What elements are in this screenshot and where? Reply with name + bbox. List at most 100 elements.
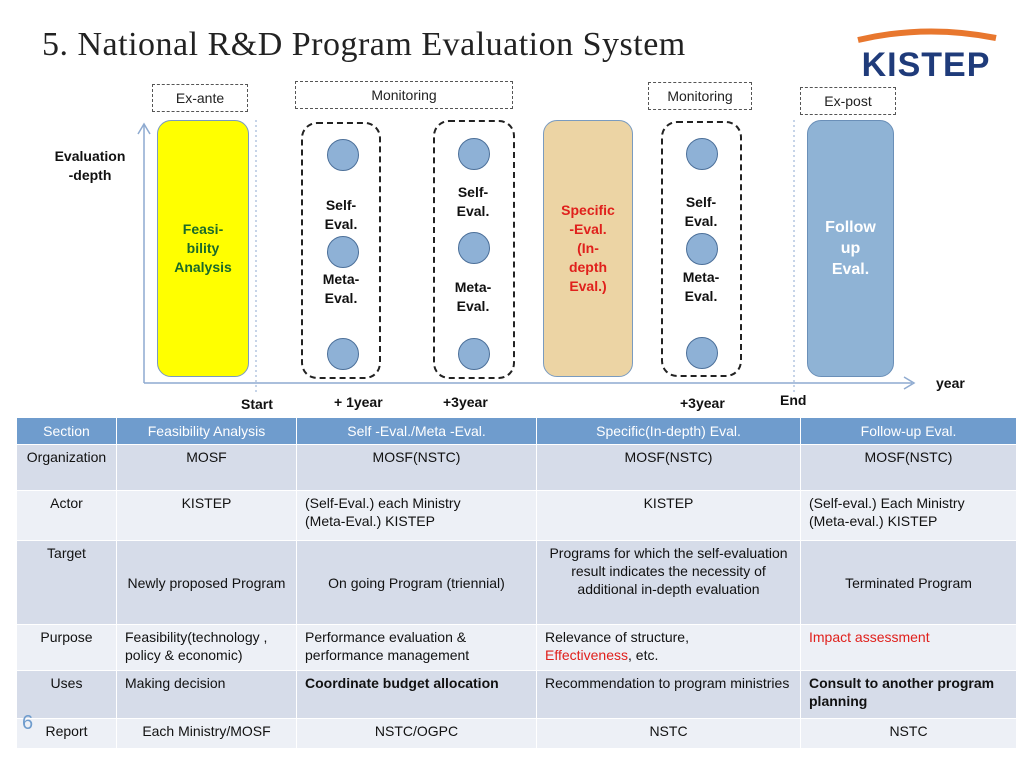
x-axis-label: year: [936, 375, 965, 391]
table-cell: KISTEP: [116, 490, 297, 541]
table-cell: NSTC: [536, 718, 801, 749]
row-section-actor: Actor: [16, 490, 117, 541]
row-section-report: Report: [16, 718, 117, 749]
self-eval-label-2: Self- Eval.: [433, 183, 513, 221]
tick-start: Start: [241, 396, 273, 412]
logo-text: KISTEP: [861, 46, 991, 84]
row-section-organization: Organization: [16, 444, 117, 491]
table-cell: Terminated Program: [800, 540, 1017, 625]
purpose-tail: , etc.: [628, 647, 659, 663]
table-cell: Each Ministry/MOSF: [116, 718, 297, 749]
specific-line2: -Eval.: [569, 221, 607, 237]
eval-node: [458, 338, 490, 370]
header-section: Section: [16, 417, 117, 445]
self-eval-line2: Eval.: [684, 213, 718, 229]
eval-node: [686, 233, 718, 265]
table-header-row: Section Feasibility Analysis Self -Eval.…: [16, 417, 1017, 445]
table-cell: MOSF(NSTC): [536, 444, 801, 491]
table-cell: NSTC/OGPC: [296, 718, 537, 749]
phase-monitoring-1: Monitoring: [295, 81, 513, 109]
meta-eval-line2: Eval.: [324, 290, 358, 306]
header-specific: Specific(In-depth) Eval.: [536, 417, 801, 445]
row-section-target: Target: [16, 540, 117, 625]
table-cell: MOSF(NSTC): [800, 444, 1017, 491]
table-cell: Performance evaluation & performance man…: [296, 624, 537, 671]
eval-node: [327, 236, 359, 268]
kistep-logo: KISTEP: [850, 26, 1002, 86]
table-row: Actor KISTEP (Self-Eval.) each Ministry …: [16, 490, 1017, 541]
eval-node: [686, 337, 718, 369]
tick-end: End: [780, 392, 807, 408]
phase-ex-post: Ex-post: [800, 87, 896, 115]
row-section-purpose: Purpose: [16, 624, 117, 671]
feasibility-line1: Feasi-: [182, 221, 224, 237]
tick-plus-1year: + 1year: [334, 394, 383, 410]
table-cell: Relevance of structure, Effectiveness, e…: [536, 624, 801, 671]
phase-ex-ante: Ex-ante: [152, 84, 248, 112]
specific-eval-pillar: Specific -Eval. (In- depth Eval.): [543, 120, 633, 377]
evaluation-table: Section Feasibility Analysis Self -Eval.…: [16, 417, 1017, 749]
feasibility-line2: bility: [186, 240, 220, 256]
table-row: Report Each Ministry/MOSF NSTC/OGPC NSTC…: [16, 718, 1017, 749]
axes: [137, 120, 916, 395]
self-eval-line1: Self-: [325, 197, 357, 213]
meta-eval-line2: Eval.: [456, 298, 490, 314]
table-cell: MOSF: [116, 444, 297, 491]
header-follow-up: Follow-up Eval.: [800, 417, 1017, 445]
specific-line1: Specific: [561, 202, 615, 218]
tick-plus-3year-a: +3year: [443, 394, 488, 410]
table-row: Purpose Feasibility(technology , policy …: [16, 624, 1017, 671]
table-cell: MOSF(NSTC): [296, 444, 537, 491]
y-axis-label-line2: -depth: [68, 167, 112, 183]
table-cell: (Self-eval.) Each Ministry (Meta-eval.) …: [800, 490, 1017, 541]
slide-title: 5. National R&D Program Evaluation Syste…: [42, 26, 686, 63]
specific-line3: (In-: [577, 240, 599, 256]
follow-up-line3: Eval.: [831, 261, 870, 278]
eval-node: [686, 138, 718, 170]
table-cell: Making decision: [116, 670, 297, 719]
page-number: 6: [22, 712, 34, 734]
meta-eval-line1: Meta-: [454, 279, 492, 295]
meta-eval-label-1: Meta- Eval.: [301, 270, 381, 308]
table-cell: Feasibility(technology , policy & econom…: [116, 624, 297, 671]
table-cell: Impact assessment: [800, 624, 1017, 671]
self-eval-label-1: Self- Eval.: [301, 196, 381, 234]
meta-eval-label-2: Meta- Eval.: [433, 278, 513, 316]
eval-node: [327, 338, 359, 370]
header-feasibility: Feasibility Analysis: [116, 417, 297, 445]
specific-line5: Eval.): [569, 278, 607, 294]
table-cell: NSTC: [800, 718, 1017, 749]
self-eval-line1: Self-: [685, 194, 717, 210]
meta-eval-label-3: Meta- Eval.: [661, 268, 741, 306]
table-cell: KISTEP: [536, 490, 801, 541]
header-self-meta: Self -Eval./Meta -Eval.: [296, 417, 537, 445]
table-cell: Newly proposed Program: [116, 540, 297, 625]
self-eval-line2: Eval.: [324, 216, 358, 232]
follow-up-line1: Follow: [825, 219, 876, 236]
self-eval-label-3: Self- Eval.: [661, 193, 741, 231]
purpose-effectiveness: Effectiveness: [545, 647, 629, 663]
self-meta-box-1: [301, 122, 381, 379]
self-meta-box-2: [433, 120, 515, 379]
eval-node: [458, 138, 490, 170]
meta-eval-line1: Meta-: [682, 269, 720, 285]
tick-plus-3year-b: +3year: [680, 395, 725, 411]
eval-node: [458, 232, 490, 264]
self-eval-line2: Eval.: [456, 203, 490, 219]
follow-up-line2: up: [840, 240, 861, 257]
table-row: Uses Making decision Coordinate budget a…: [16, 670, 1017, 719]
table-cell: Consult to another program planning: [800, 670, 1017, 719]
y-axis-label-line1: Evaluation: [54, 148, 126, 164]
self-meta-box-3: [661, 121, 742, 377]
table-cell: Recommendation to program ministries: [536, 670, 801, 719]
table-cell: Coordinate budget allocation: [296, 670, 537, 719]
feasibility-line3: Analysis: [174, 259, 232, 275]
table-cell: Programs for which the self-evaluation r…: [536, 540, 801, 625]
row-section-uses: Uses: [16, 670, 117, 719]
meta-eval-line2: Eval.: [684, 288, 718, 304]
self-eval-line1: Self-: [457, 184, 489, 200]
table-cell: (Self-Eval.) each Ministry (Meta-Eval.) …: [296, 490, 537, 541]
table-row: Organization MOSF MOSF(NSTC) MOSF(NSTC) …: [16, 444, 1017, 491]
y-axis-label: Evaluation -depth: [44, 147, 136, 185]
purpose-text: Relevance of structure,: [545, 629, 689, 645]
